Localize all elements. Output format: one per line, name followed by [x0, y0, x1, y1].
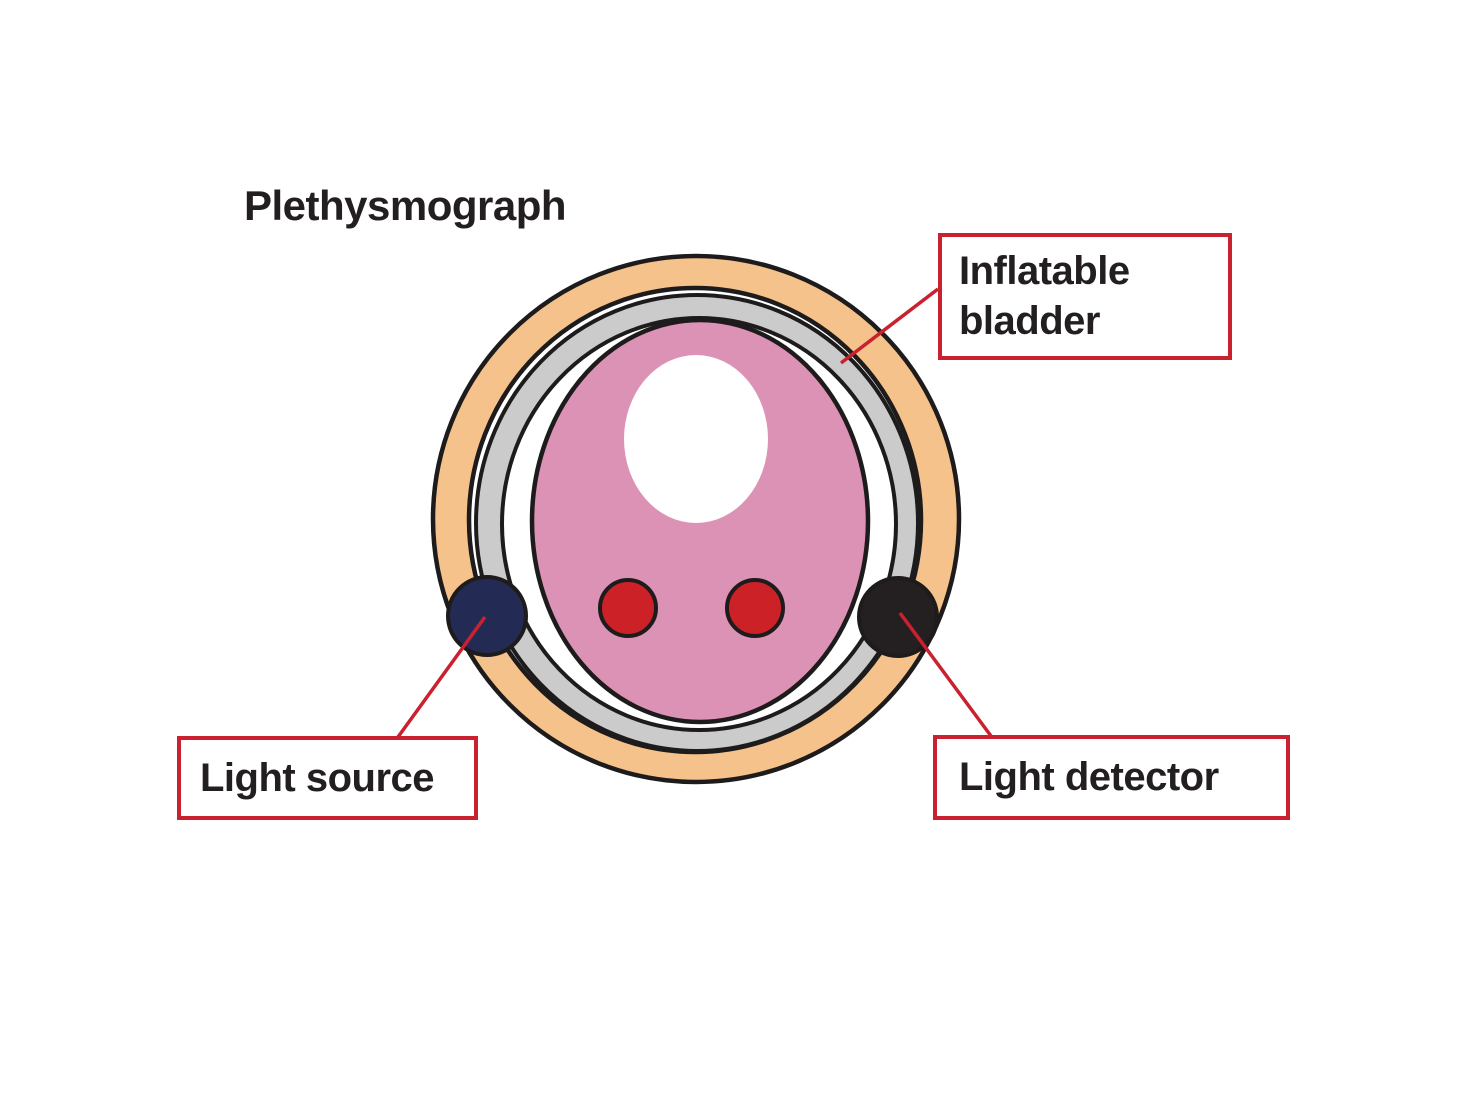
label-light-detector: Light detector [933, 735, 1290, 820]
artery-left [598, 578, 658, 638]
label-inflatable-bladder: Inflatable bladder [938, 233, 1232, 360]
light-source-circle [446, 575, 528, 657]
leader-line-inflatable-bladder [839, 287, 940, 365]
bone [624, 355, 768, 523]
artery-right [725, 578, 785, 638]
leader-line-light-source [396, 615, 487, 739]
leader-line-light-detector [898, 611, 993, 738]
label-light-source: Light source [177, 736, 478, 820]
page-title: Plethysmograph [244, 182, 567, 229]
